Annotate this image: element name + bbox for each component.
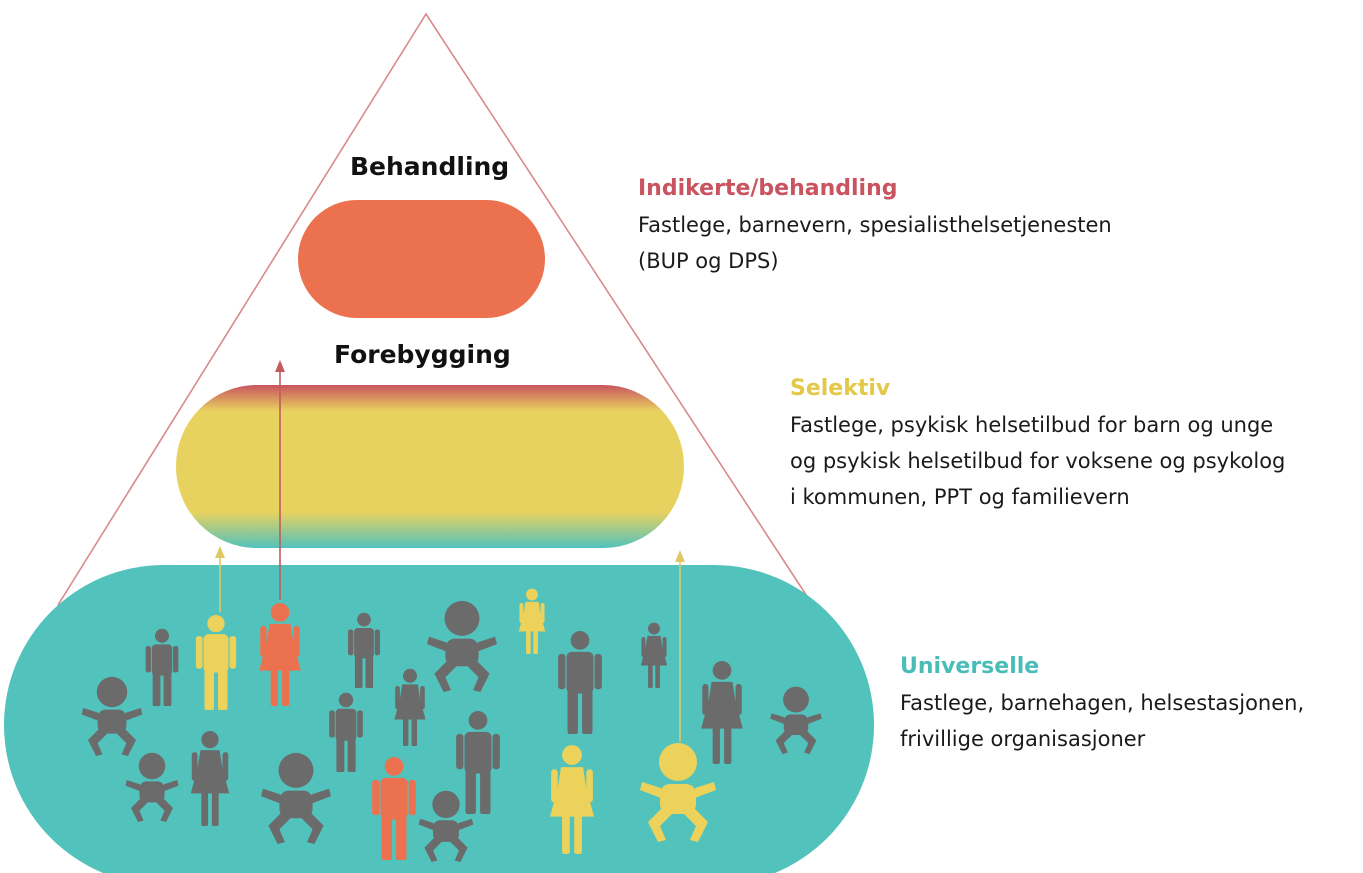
level-label-forebygging: Forebygging: [334, 340, 511, 369]
universelle-title: Universelle: [900, 654, 1040, 679]
level-label-behandling: Behandling: [350, 152, 510, 181]
adult-man-icon: [348, 612, 380, 688]
baby-icon: [640, 743, 716, 842]
selektiv-title: Selektiv: [790, 376, 891, 401]
adult-woman-icon: [550, 745, 594, 854]
baby-icon: [81, 676, 143, 756]
adult-woman-icon: [190, 730, 230, 826]
adult-woman-icon: [518, 588, 546, 654]
indikerte-description: Fastlege, barnevern, spesialisthelsetjen…: [638, 213, 1112, 273]
adult-woman-icon: [640, 622, 668, 688]
adult-woman-icon: [259, 603, 301, 706]
baby-icon: [125, 752, 179, 822]
baby-icon: [261, 752, 331, 844]
adult-man-icon: [329, 692, 363, 772]
adult-man-icon: [145, 628, 179, 706]
universelle-block: Universelle Fastlege, barnehagen, helses…: [900, 654, 1304, 757]
adult-man-icon: [195, 614, 237, 710]
adult-man-icon: [456, 711, 500, 814]
adult-man-icon: [372, 757, 416, 860]
universelle-description: Fastlege, barnehagen, helsestasjonen, fr…: [900, 691, 1305, 751]
selektiv-block: Selektiv Fastlege, psykisk helsetilbud f…: [790, 376, 1285, 515]
arrow-yellow-left: [215, 546, 225, 612]
baby-icon: [770, 686, 822, 754]
arrow-yellow-right: [675, 550, 685, 742]
adult-woman-icon: [701, 661, 743, 764]
selektiv-description: Fastlege, psykisk helsetilbud for barn o…: [790, 413, 1286, 509]
indikerte-title: Indikerte/behandling: [638, 176, 898, 201]
indikerte-block: Indikerte/behandling Fastlege, barnevern…: [638, 176, 1112, 279]
pyramid-outline: [57, 12, 817, 611]
arrow-red: [275, 360, 285, 600]
baby-icon: [427, 600, 497, 692]
adult-woman-icon: [394, 668, 426, 746]
behandling-band: [298, 200, 545, 318]
baby-icon: [418, 790, 474, 862]
adult-man-icon: [558, 631, 602, 734]
selektiv-band: [176, 385, 684, 548]
